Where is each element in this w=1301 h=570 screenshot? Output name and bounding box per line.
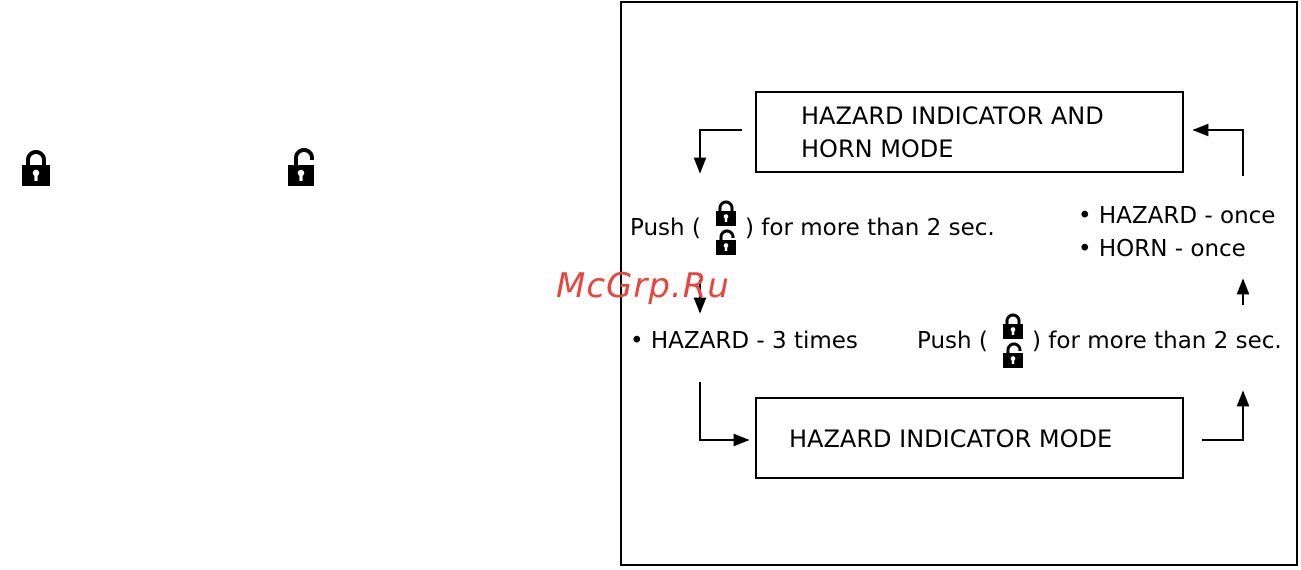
right-result-hazard: • HAZARD - once [1078, 202, 1275, 230]
right-push-prefix: Push ( [917, 327, 988, 355]
mode-title: HAZARD INDICATOR MODE [789, 423, 1112, 456]
lock-unlock-button-icon [715, 200, 737, 256]
lock-icon [1002, 313, 1024, 340]
mode-box-hazard-indicator: HAZARD INDICATOR MODE [755, 397, 1184, 479]
unlock-icon [715, 229, 737, 256]
lock-unlock-button-icon [1002, 313, 1024, 369]
lock-icon [715, 200, 737, 227]
left-result: • HAZARD - 3 times [630, 327, 858, 355]
mode-title-line1: HAZARD INDICATOR AND [801, 100, 1104, 133]
right-result-horn: • HORN - once [1078, 235, 1246, 263]
unlock-icon [1002, 342, 1024, 369]
mode-box-hazard-and-horn: HAZARD INDICATOR AND HORN MODE [755, 91, 1184, 173]
left-push-suffix: ) for more than 2 sec. [745, 214, 995, 242]
watermark: McGrp.Ru [556, 266, 730, 306]
right-push-suffix: ) for more than 2 sec. [1032, 327, 1282, 355]
mode-title-line2: HORN MODE [801, 133, 953, 166]
left-push-prefix: Push ( [630, 214, 701, 242]
